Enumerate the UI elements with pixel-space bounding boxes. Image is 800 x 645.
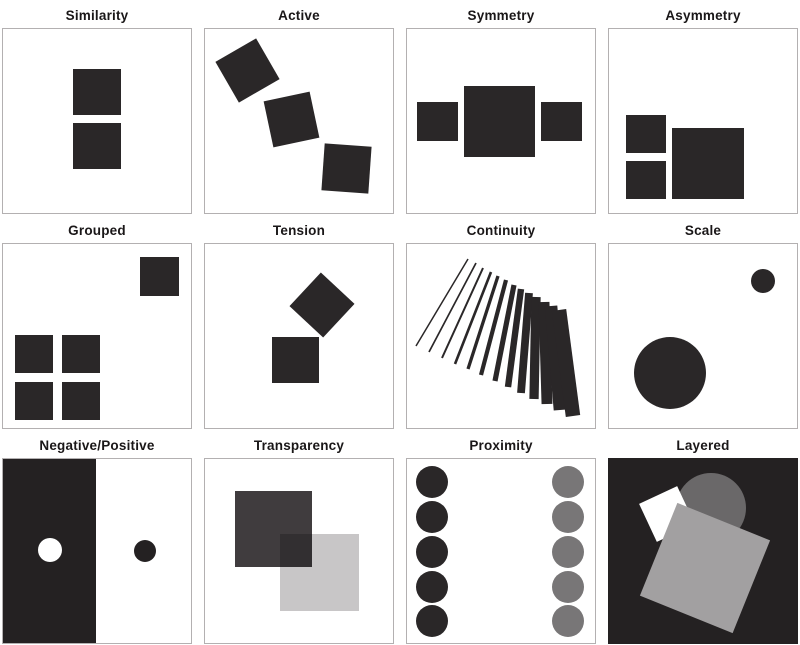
proximity-canvas [406,458,596,644]
panel-title: Scale [684,223,722,238]
panel-grouped: Grouped [2,216,192,429]
panel-transparency: Transparency [204,431,394,644]
panel-negative-positive: Negative/Positive [2,431,192,644]
proximity-dark-circle-5 [416,605,448,637]
proximity-gray-circle-2 [552,501,584,533]
negative-white-circle [38,538,62,562]
grouped-square-3 [15,382,53,420]
proximity-gray-circle-3 [552,536,584,568]
similarity-square-bottom [73,123,121,169]
panel-title: Proximity [469,438,533,453]
panel-title: Active [278,8,320,23]
grouped-canvas [2,243,192,429]
symmetry-square-center [464,86,535,157]
proximity-gray-circle-4 [552,571,584,603]
panel-asymmetry: Asymmetry [608,1,798,214]
layered-canvas [608,458,798,644]
active-square-1 [215,38,280,103]
proximity-dark-circle-1 [416,466,448,498]
positive-black-circle [134,540,156,562]
asymmetry-square-large [672,128,744,199]
asymmetry-canvas [608,28,798,214]
symmetry-canvas [406,28,596,214]
panel-proximity: Proximity [406,431,596,644]
tension-square-upright [272,337,319,383]
asymmetry-square-small-bottom [626,161,666,199]
grouped-square-outlier [140,257,179,296]
panel-scale: Scale [608,216,798,429]
continuity-fan-strokes [415,258,581,417]
panel-continuity: Continuity [406,216,596,429]
proximity-gray-circle-5 [552,605,584,637]
panel-title: Continuity [466,223,536,238]
panel-title: Tension [272,223,326,238]
active-canvas [204,28,394,214]
negative-positive-canvas [2,458,192,644]
asymmetry-square-small-top [626,115,666,153]
panel-symmetry: Symmetry [406,1,596,214]
scale-canvas [608,243,798,429]
tension-square-rotated [289,272,355,338]
panel-title: Negative/Positive [39,438,155,453]
grouped-square-4 [62,382,100,420]
proximity-gray-circle-1 [552,466,584,498]
continuity-canvas [406,243,596,429]
panel-title: Layered [676,438,730,453]
panel-title: Grouped [68,223,126,238]
grouped-square-1 [15,335,53,373]
proximity-dark-circle-4 [416,571,448,603]
scale-circle-large [634,337,706,409]
panel-tension: Tension [204,216,394,429]
symmetry-square-left [417,102,458,141]
active-square-3 [321,143,372,194]
proximity-dark-circle-3 [416,536,448,568]
tension-canvas [204,243,394,429]
scale-circle-small [751,269,775,293]
panel-active: Active [204,1,394,214]
similarity-canvas [2,28,192,214]
similarity-square-top [73,69,121,115]
panel-title: Asymmetry [665,8,741,23]
panel-title: Symmetry [467,8,535,23]
panel-layered: Layered [608,431,798,644]
active-square-2 [263,91,320,148]
proximity-dark-circle-2 [416,501,448,533]
transparency-square-light [280,534,359,611]
symmetry-square-right [541,102,582,141]
panel-similarity: Similarity [2,1,192,214]
transparency-canvas [204,458,394,644]
panel-title: Similarity [65,8,129,23]
panel-title: Transparency [253,438,345,453]
grouped-square-2 [62,335,100,373]
